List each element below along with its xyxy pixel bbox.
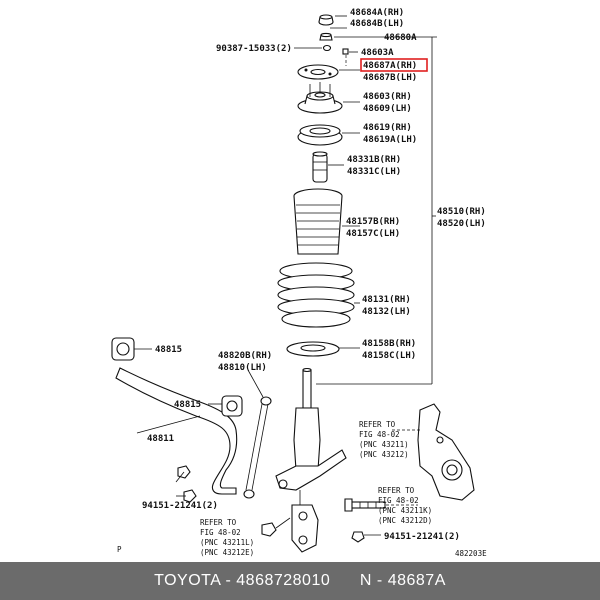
bolt-94151-left <box>177 465 197 503</box>
ref3-line3: (PNC 43211L) <box>200 538 254 547</box>
ref3-line2: FIG 48-02 <box>200 528 241 537</box>
label-48815-mid: 48815 <box>174 400 201 410</box>
label-48132: 48132(LH) <box>362 307 411 317</box>
label-48603: 48603(RH) <box>363 92 412 102</box>
label-48811: 48811 <box>147 434 174 444</box>
stabilizer-link-48820 <box>243 369 272 499</box>
ref3-line4: (PNC 43212E) <box>200 548 254 557</box>
nut-strut-bottom <box>261 522 277 537</box>
label-48619: 48619(RH) <box>363 123 412 133</box>
ref1-line2: FIG 48-02 <box>359 430 400 439</box>
label-48157c: 48157C(LH) <box>346 229 400 239</box>
label-48603a: 48603A <box>361 48 394 58</box>
bearing-48619 <box>297 124 343 146</box>
label-48510: 48510(RH) <box>437 207 486 217</box>
ref2-line3: (PNC 43211K) <box>378 506 432 515</box>
label-48131: 48131(RH) <box>362 295 411 305</box>
label-48687a: 48687A(RH) <box>363 61 417 71</box>
label-48684a: 48684A(RH) <box>350 8 404 18</box>
label-48687b: 48687B(LH) <box>363 73 417 83</box>
label-48684b: 48684B(LH) <box>350 19 404 29</box>
ref3-line1: REFER TO <box>200 518 237 527</box>
label-48810: 48810(LH) <box>218 363 267 373</box>
boot-48157 <box>293 188 343 255</box>
label-48520: 48520(LH) <box>437 219 486 229</box>
bumper-48331 <box>312 151 328 183</box>
label-p-mark: P <box>117 545 122 554</box>
label-48157b: 48157B(RH) <box>346 217 400 227</box>
label-48609: 48609(LH) <box>363 104 412 114</box>
plate-48687 <box>297 64 339 80</box>
stabilizer-bar-48811 <box>115 367 238 495</box>
parts-diagram: 48684A(RH) 48684B(LH) 48680A 90387-15033… <box>111 8 487 558</box>
label-94151-right: 94151-21241(2) <box>384 532 460 542</box>
ref1-line1: REFER TO <box>359 420 396 429</box>
coil-spring-48131 <box>277 262 355 328</box>
label-48331c: 48331C(LH) <box>347 167 401 177</box>
highlight-box <box>360 58 428 72</box>
cap-48684 <box>318 14 334 26</box>
insulator-48158 <box>286 341 340 357</box>
nut-94151-right <box>351 531 365 543</box>
mount-48603 <box>297 82 343 114</box>
label-94151-left: 94151-21241(2) <box>142 501 218 511</box>
strut-body <box>275 367 347 553</box>
caption-text: TOYOTA - 4868728010 N - 48687A <box>154 572 446 589</box>
ref2-line2: FIG 48-02 <box>378 496 419 505</box>
nut-48603a <box>342 48 349 55</box>
ref1-line4: (PNC 43212) <box>359 450 409 459</box>
label-48680a: 48680A <box>384 33 417 43</box>
label-90387: 90387-15033(2) <box>216 44 292 54</box>
label-48820b: 48820B(RH) <box>218 351 272 361</box>
bushing-48815-mid <box>221 395 243 417</box>
bushing-48815-top <box>111 337 135 361</box>
label-48158c: 48158C(LH) <box>362 351 416 361</box>
steering-knuckle <box>417 403 475 501</box>
ref2-line4: (PNC 43212D) <box>378 516 432 525</box>
caption-bar: TOYOTA - 4868728010 N - 48687A <box>0 562 600 600</box>
figure-code: 482203E <box>455 549 487 558</box>
ref1-line3: (PNC 43211) <box>359 440 409 449</box>
ref2-line1: REFER TO <box>378 486 415 495</box>
nut-48680a <box>319 32 333 41</box>
label-48619a: 48619A(LH) <box>363 135 417 145</box>
label-48158b: 48158B(RH) <box>362 339 416 349</box>
bolt-94151-right <box>344 498 386 512</box>
nut-90387 <box>322 44 332 52</box>
label-48331b: 48331B(RH) <box>347 155 401 165</box>
label-48815-top: 48815 <box>155 345 182 355</box>
